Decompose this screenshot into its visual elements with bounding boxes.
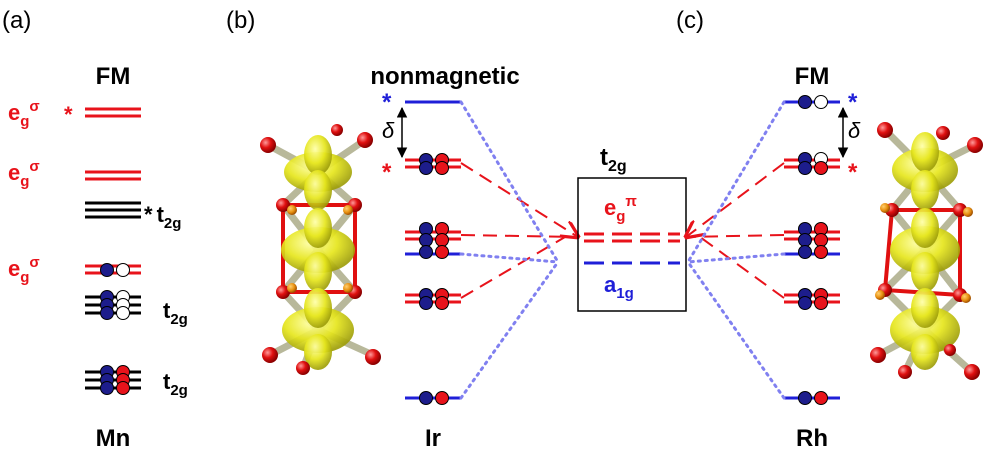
hole xyxy=(814,95,828,109)
connector-a1g xyxy=(459,252,560,264)
delta-label: δ xyxy=(382,118,395,143)
connector-a1g xyxy=(459,260,560,400)
connector-a1g xyxy=(459,100,560,264)
panel-c-label: (c) xyxy=(676,7,704,34)
antibonding-star-blue: * xyxy=(382,89,392,116)
electron xyxy=(419,233,433,247)
eg-sigma-label-lower: egσ xyxy=(8,254,40,286)
electron xyxy=(798,95,812,109)
eg-sigma-label-upper: egσ xyxy=(8,98,40,130)
connector-eg xyxy=(699,236,785,299)
panel-c-title: FM xyxy=(795,63,830,90)
t2g-label-lower: t2g xyxy=(163,369,188,399)
connector-eg xyxy=(460,234,579,238)
electron xyxy=(100,381,114,395)
panel-b-title: nonmagnetic xyxy=(370,63,519,90)
element-label-ir: Ir xyxy=(425,425,441,452)
panel-c: (c) FM * δ * Rh xyxy=(676,7,861,452)
a1g-label: a1g xyxy=(604,272,634,302)
electron xyxy=(814,245,828,259)
hole xyxy=(116,263,130,277)
antibonding-star-blue: * xyxy=(848,89,858,116)
electron xyxy=(435,233,449,247)
antibonding-star-red: * xyxy=(382,159,392,186)
electron xyxy=(814,233,828,247)
t2g-star-label: *t2g xyxy=(144,202,181,232)
crystal-structure-rh xyxy=(870,122,983,380)
electron xyxy=(435,391,449,405)
antibonding-star-red: * xyxy=(848,159,858,186)
hole xyxy=(116,306,130,320)
electron xyxy=(814,296,828,310)
element-label-rh: Rh xyxy=(796,425,828,452)
panel-a-label: (a) xyxy=(2,7,31,34)
t2g-label-middle: t2g xyxy=(163,298,188,328)
electron xyxy=(798,391,812,405)
panel-a: (a) FM egσ * egσ *t2g egσ t2g xyxy=(2,7,188,452)
element-label-mn: Mn xyxy=(96,425,131,452)
electron xyxy=(435,296,449,310)
panel-b-label: (b) xyxy=(226,7,255,34)
electron xyxy=(435,245,449,259)
panel-b: (b) nonmagnetic * δ * Ir xyxy=(226,7,578,452)
t2g-title: t2g xyxy=(600,144,627,175)
electron xyxy=(798,233,812,247)
electron xyxy=(419,245,433,259)
electron xyxy=(798,245,812,259)
electron xyxy=(798,296,812,310)
electron xyxy=(419,161,433,175)
antibonding-star: * xyxy=(64,102,73,127)
connector-eg xyxy=(686,162,785,237)
t2g-center: t2g egπ a1g xyxy=(577,144,687,312)
electron xyxy=(814,161,828,175)
delta-label: δ xyxy=(848,118,861,143)
t2g-box xyxy=(577,177,687,312)
electron xyxy=(814,391,828,405)
crystal-structure-ir xyxy=(260,124,381,375)
eg-sigma-label-middle: egσ xyxy=(8,158,40,190)
electron xyxy=(419,391,433,405)
connector-a1g xyxy=(686,100,786,264)
electron xyxy=(798,161,812,175)
electron xyxy=(419,296,433,310)
eg-pi-label: egπ xyxy=(604,193,637,225)
electron xyxy=(100,306,114,320)
connector-eg xyxy=(685,234,785,238)
electron xyxy=(435,161,449,175)
electron xyxy=(100,263,114,277)
connector-a1g xyxy=(686,252,786,264)
electron xyxy=(116,381,130,395)
connector-a1g xyxy=(686,260,786,400)
panel-a-title: FM xyxy=(96,63,131,90)
